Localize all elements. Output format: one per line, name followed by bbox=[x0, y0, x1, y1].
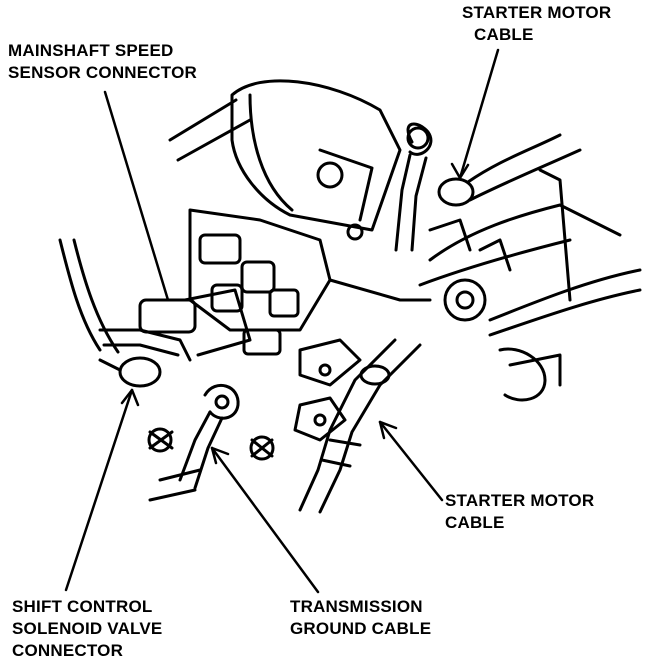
leader-ground bbox=[210, 446, 320, 594]
valve-body bbox=[188, 208, 432, 442]
label-line: GROUND CABLE bbox=[290, 619, 432, 638]
starter-cable-lower bbox=[298, 338, 422, 514]
starter-motor-cable-label-bottom: STARTER MOTOR CABLE bbox=[445, 490, 594, 534]
ground-cable-assembly bbox=[147, 384, 275, 502]
shift-control-solenoid-valve-connector-label: SHIFT CONTROL SOLENOID VALVE CONNECTOR bbox=[12, 596, 162, 662]
starter-motor bbox=[168, 79, 402, 241]
transmission-body bbox=[418, 168, 642, 402]
starter-terminal bbox=[394, 122, 582, 252]
label-line: TRANSMISSION bbox=[290, 597, 423, 616]
starter-motor-cable-label-top: STARTER MOTOR CABLE bbox=[462, 2, 611, 46]
mainshaft-speed-sensor-connector-label: MAINSHAFT SPEED SENSOR CONNECTOR bbox=[8, 40, 197, 84]
leader-lines bbox=[64, 48, 500, 594]
leader-shift bbox=[64, 388, 134, 592]
label-line: SENSOR CONNECTOR bbox=[8, 63, 197, 82]
label-line: SOLENOID VALVE bbox=[12, 619, 163, 638]
label-line: STARTER MOTOR bbox=[462, 3, 612, 22]
leader-mainshaft bbox=[103, 90, 170, 302]
label-line: CABLE bbox=[445, 513, 505, 532]
transmission-ground-cable-label: TRANSMISSION GROUND CABLE bbox=[290, 596, 431, 640]
label-line: CONNECTOR bbox=[12, 641, 124, 660]
label-line: CABLE bbox=[474, 25, 534, 44]
label-line: MAINSHAFT SPEED bbox=[8, 41, 174, 60]
label-line: SHIFT CONTROL bbox=[12, 597, 153, 616]
label-line: STARTER MOTOR bbox=[445, 491, 595, 510]
leader-starter-top bbox=[458, 48, 500, 180]
leader-starter-bottom bbox=[378, 420, 444, 502]
